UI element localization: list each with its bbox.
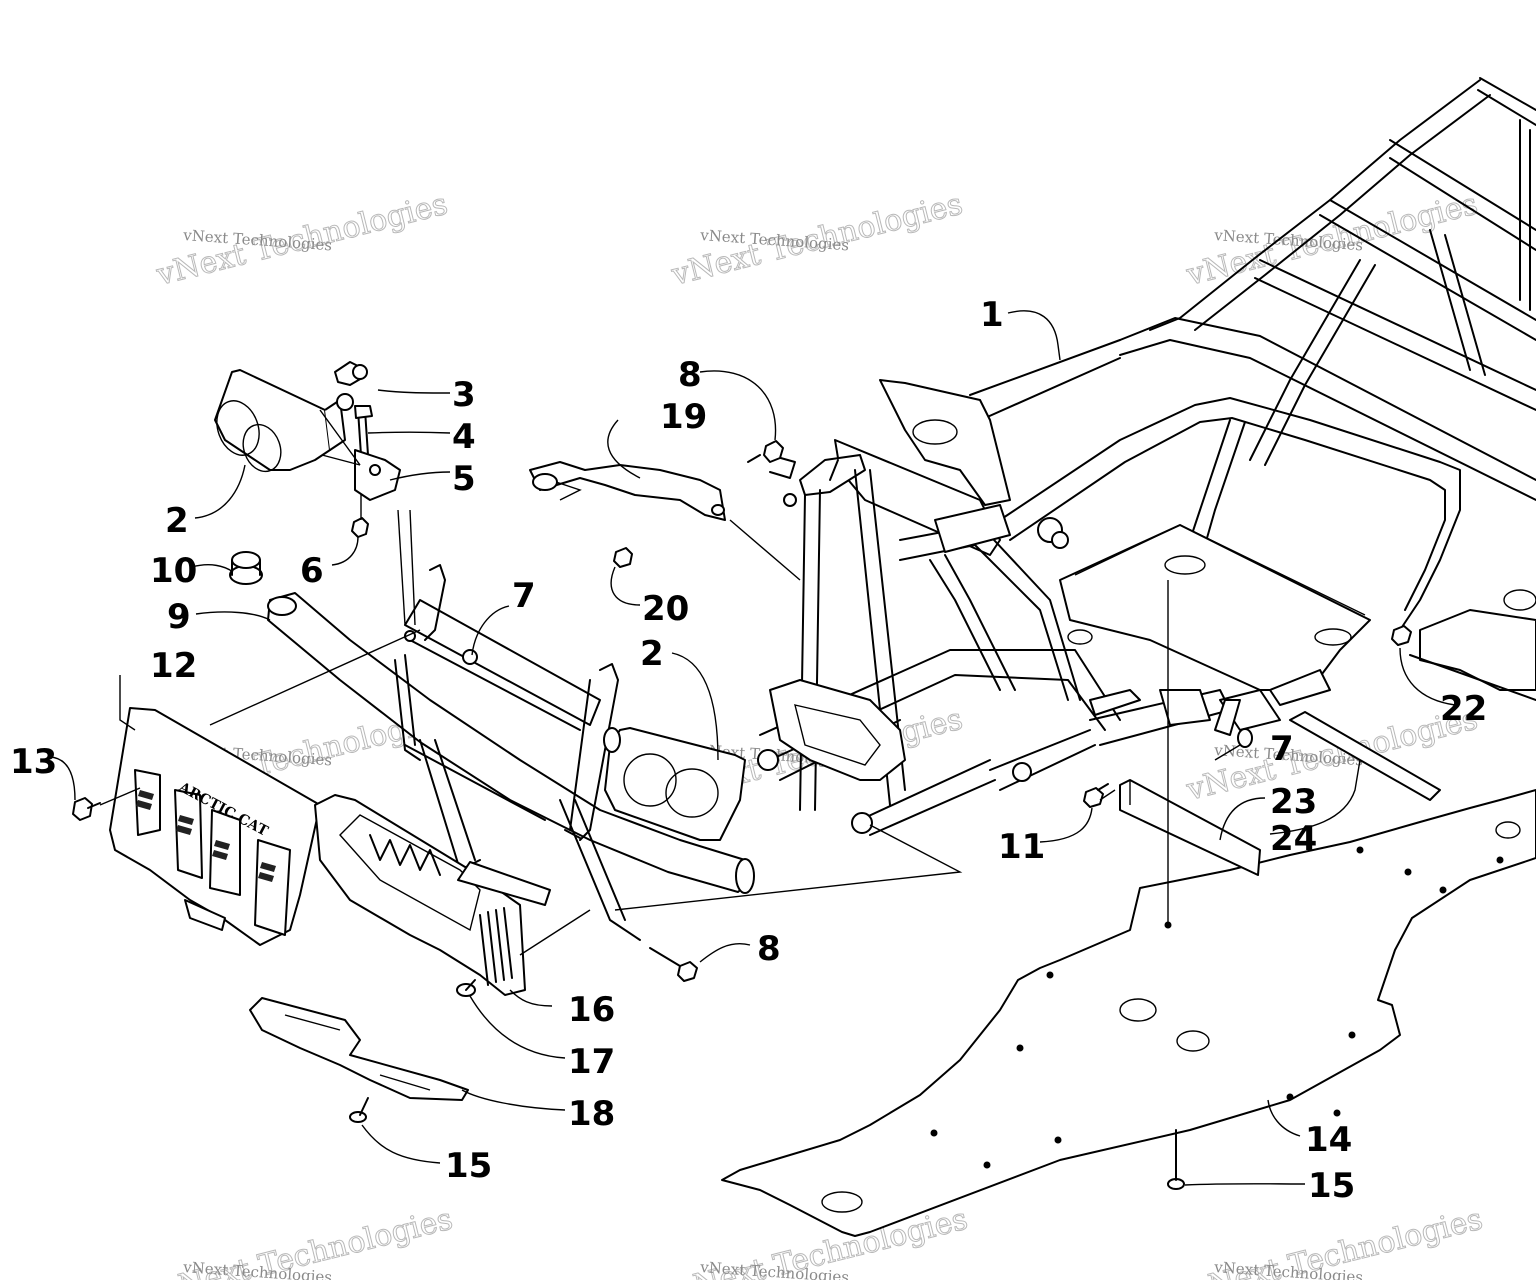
callout-19: 19 — [660, 397, 707, 437]
callout-20: 20 — [642, 589, 689, 629]
callout-15-left: 15 — [445, 1146, 492, 1186]
lower-skid-guard — [249, 997, 469, 1101]
fasteners — [72, 440, 1412, 1190]
callout-15-right: 15 — [1308, 1166, 1355, 1206]
callout-9: 9 — [167, 597, 191, 637]
callout-23: 23 — [1270, 782, 1317, 822]
front-grille: ARCTIC CAT — [109, 707, 321, 946]
callout-16: 16 — [568, 990, 615, 1030]
callout-10: 10 — [150, 551, 197, 591]
callout-14: 14 — [1305, 1120, 1352, 1160]
callout-6: 6 — [300, 551, 324, 591]
skid-plate — [721, 789, 1536, 1237]
callout-13: 13 — [10, 742, 57, 782]
callout-5: 5 — [452, 459, 476, 499]
callout-24: 24 — [1270, 819, 1317, 859]
headlight-right — [603, 727, 746, 841]
callout-2-left: 2 — [165, 501, 189, 541]
callout-4: 4 — [452, 417, 476, 457]
callout-11: 11 — [998, 827, 1045, 867]
callout-3: 3 — [452, 375, 476, 415]
callout-8-bottom: 8 — [757, 929, 781, 969]
callout-7-right: 7 — [1270, 729, 1294, 769]
rack-support-bracket — [529, 454, 797, 521]
leader-lines — [49, 310, 1456, 1186]
foam-pads — [1119, 711, 1441, 876]
callout-7-left: 7 — [512, 576, 536, 616]
callout-18: 18 — [568, 1094, 615, 1134]
headlight-mount-frame — [394, 564, 619, 841]
main-frame — [757, 77, 1536, 836]
small-hardware — [229, 361, 416, 626]
front-bumper — [267, 592, 755, 941]
callout-17: 17 — [568, 1042, 615, 1082]
callout-labels: 1 2 2 3 4 5 6 7 7 8 8 9 10 11 12 13 14 1… — [10, 295, 1487, 1206]
front-deflector-panel — [314, 794, 551, 996]
callout-1: 1 — [980, 295, 1004, 335]
headlight-left — [214, 369, 354, 473]
callout-8-top: 8 — [678, 355, 702, 395]
callout-22: 22 — [1440, 689, 1487, 729]
callout-2-right: 2 — [640, 634, 664, 674]
callout-12: 12 — [150, 646, 197, 686]
